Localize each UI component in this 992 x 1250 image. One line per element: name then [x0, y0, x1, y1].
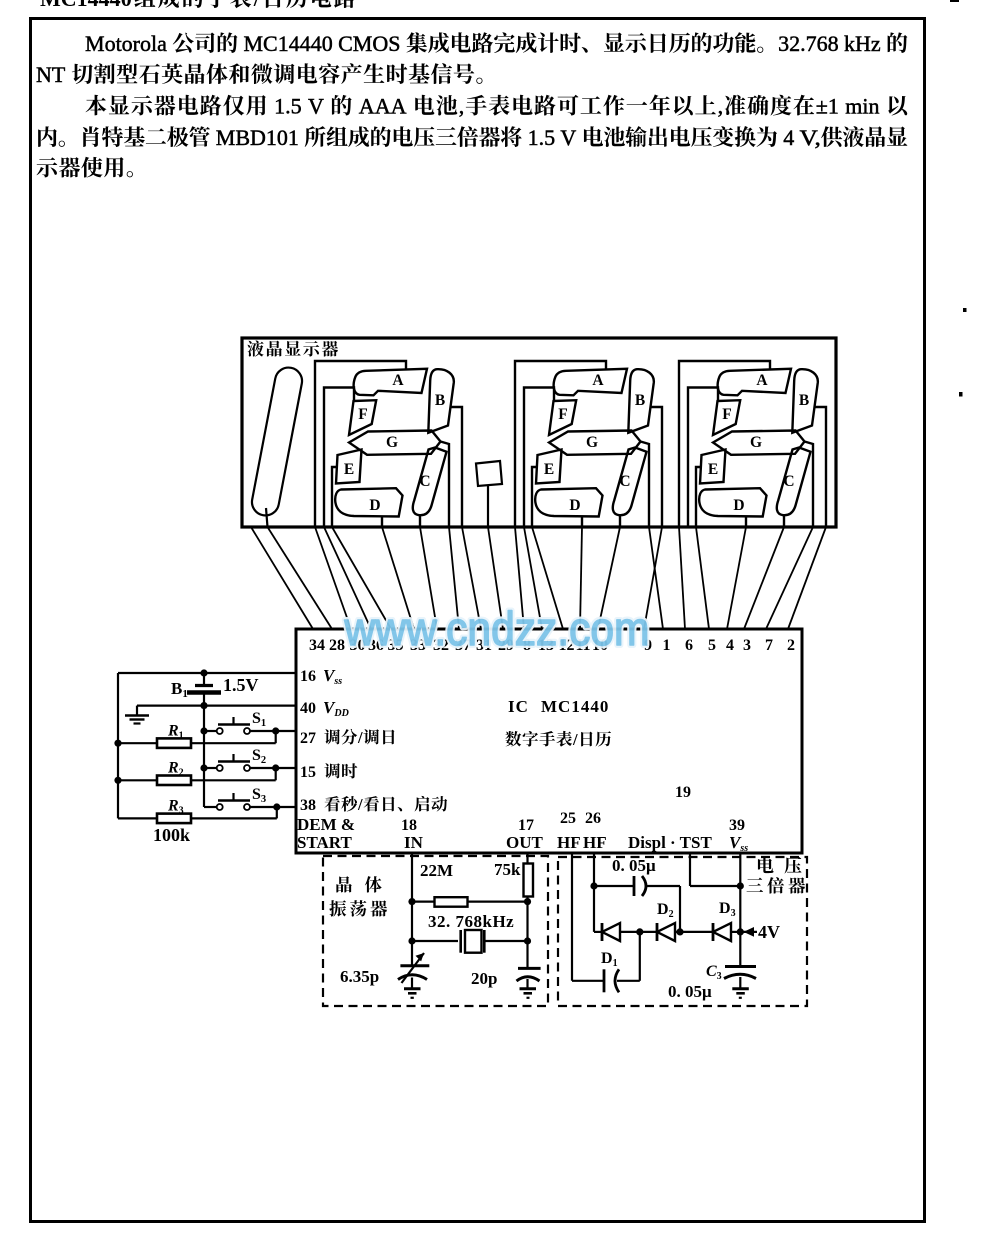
svg-text:MBD101: MBD101	[216, 125, 299, 150]
svg-text:IC: IC	[508, 697, 529, 716]
svg-text:kHz: kHz	[844, 31, 881, 56]
svg-text:V,: V,	[800, 125, 821, 150]
svg-text:18: 18	[401, 817, 417, 834]
svg-text:/: /	[572, 730, 578, 749]
svg-text:29: 29	[498, 637, 514, 654]
svg-text:30: 30	[350, 637, 366, 654]
svg-text:0. 05μ: 0. 05μ	[668, 982, 712, 1001]
svg-text:B: B	[435, 392, 445, 409]
svg-text:38: 38	[300, 797, 316, 814]
svg-text:0. 05μ: 0. 05μ	[612, 856, 656, 875]
svg-text:1.5: 1.5	[528, 125, 556, 150]
svg-text:/: /	[357, 795, 363, 814]
svg-text:START: START	[297, 833, 352, 852]
svg-text:15: 15	[300, 764, 316, 781]
svg-text:HF: HF	[557, 833, 581, 852]
svg-text:MC1440: MC1440	[541, 697, 609, 716]
svg-text:/: /	[357, 728, 363, 747]
svg-text:CMOS: CMOS	[338, 31, 400, 56]
svg-text:27: 27	[300, 730, 316, 747]
svg-text:V: V	[308, 94, 324, 119]
svg-text:www.cndzz.com: www.cndzz.com	[344, 602, 650, 655]
svg-text:11: 11	[575, 637, 590, 654]
svg-text:12: 12	[559, 637, 575, 654]
svg-text:MC14440: MC14440	[40, 0, 132, 11]
svg-text:4: 4	[783, 125, 794, 150]
svg-text:,: ,	[459, 94, 465, 119]
svg-text:IN: IN	[404, 833, 424, 852]
svg-text:32. 768kHz: 32. 768kHz	[428, 912, 514, 931]
svg-text:1.5: 1.5	[274, 94, 302, 119]
svg-text:5: 5	[708, 637, 716, 654]
svg-text:33: 33	[410, 637, 426, 654]
svg-text:34: 34	[309, 637, 325, 654]
svg-text:31: 31	[476, 637, 492, 654]
svg-text:3: 3	[743, 637, 751, 654]
svg-text:G: G	[386, 434, 398, 451]
svg-text:www.cndzz.com: www.cndzz.com	[344, 602, 650, 655]
svg-text:,: ,	[718, 94, 724, 119]
svg-text:AAA: AAA	[359, 94, 407, 119]
svg-text:20p: 20p	[471, 969, 497, 988]
svg-text:37: 37	[455, 637, 471, 654]
svg-text:DEM &: DEM &	[297, 815, 355, 834]
svg-text:4V: 4V	[758, 922, 780, 942]
svg-text:Motorola: Motorola	[85, 31, 167, 56]
svg-text:/: /	[253, 0, 261, 11]
svg-text:32.768: 32.768	[778, 31, 839, 56]
svg-text:10: 10	[592, 637, 608, 654]
svg-text:C: C	[419, 473, 430, 490]
svg-text:9: 9	[644, 637, 652, 654]
svg-text:min: min	[845, 94, 879, 119]
svg-text:D: D	[369, 497, 380, 514]
svg-text:MC14440: MC14440	[244, 31, 333, 56]
svg-text:32: 32	[433, 637, 449, 654]
svg-text:39: 39	[729, 817, 745, 834]
svg-text:7: 7	[765, 637, 773, 654]
svg-text:16: 16	[300, 668, 316, 685]
svg-text:V: V	[560, 125, 576, 150]
svg-text:75k: 75k	[494, 860, 521, 879]
svg-text:2: 2	[787, 637, 795, 654]
svg-text:1: 1	[663, 637, 671, 654]
svg-text:28: 28	[329, 637, 345, 654]
svg-text:35: 35	[388, 637, 404, 654]
svg-text:19: 19	[675, 784, 691, 801]
svg-text:13: 13	[538, 637, 554, 654]
svg-text:22M: 22M	[420, 861, 453, 880]
svg-text:6.35p: 6.35p	[340, 967, 379, 986]
svg-text:1.5V: 1.5V	[223, 675, 259, 695]
svg-text:E: E	[344, 461, 354, 478]
svg-text:Displ · TST: Displ · TST	[628, 833, 712, 852]
svg-text:100k: 100k	[153, 825, 190, 845]
svg-text:OUT: OUT	[506, 833, 544, 852]
svg-text:25: 25	[560, 810, 576, 827]
svg-text:F: F	[358, 406, 367, 423]
svg-text:4: 4	[726, 637, 734, 654]
svg-text:6: 6	[685, 637, 693, 654]
svg-text:HF: HF	[583, 833, 607, 852]
svg-text:A: A	[392, 372, 404, 389]
svg-text:40: 40	[300, 700, 316, 717]
svg-text:36: 36	[368, 637, 384, 654]
svg-text:17: 17	[518, 817, 534, 834]
svg-text:26: 26	[585, 810, 601, 827]
svg-text:NT: NT	[36, 62, 66, 87]
svg-text:8: 8	[523, 637, 531, 654]
svg-text:±1: ±1	[816, 94, 839, 119]
